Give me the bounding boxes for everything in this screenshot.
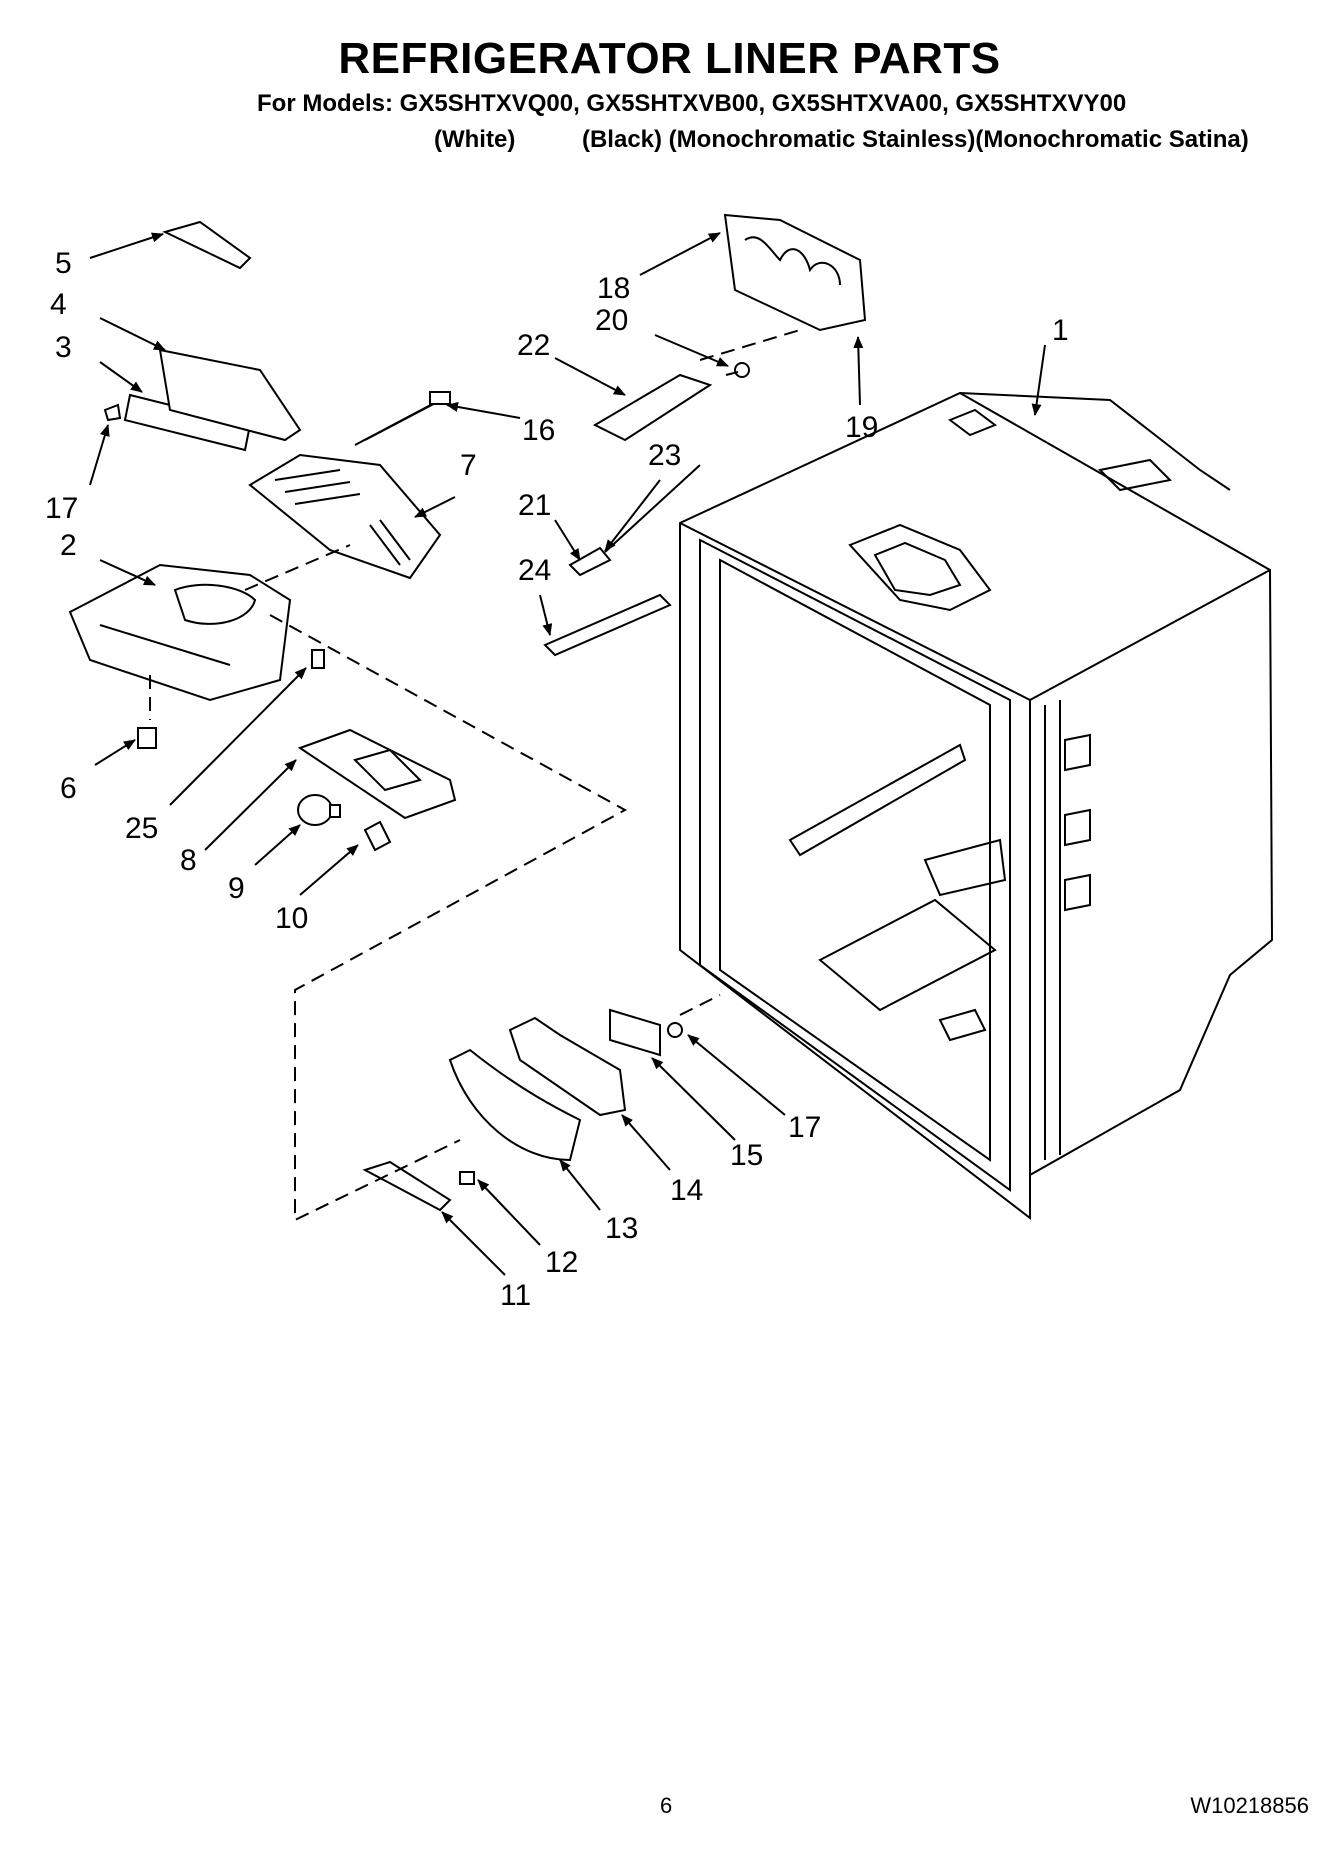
callout-12: 12 (545, 1246, 578, 1279)
callout-7: 7 (460, 449, 477, 482)
socket-part-10 (363, 820, 392, 852)
callout-4: 4 (50, 288, 67, 321)
control-bracket-part-4 (158, 348, 302, 442)
page-number: 6 (660, 1793, 673, 1818)
model-color-variants: (White) (Black) (Monochromatic Stainless… (434, 126, 1249, 153)
callout-11: 11 (500, 1279, 531, 1312)
thermistor-part-21-23 (568, 464, 701, 577)
callout-9: 9 (228, 872, 245, 905)
callout-16: 16 (522, 414, 555, 447)
callout-2: 2 (60, 529, 77, 562)
callout-labels: 1 2 3 4 5 6 7 8 9 10 11 12 13 14 15 16 1… (45, 247, 1069, 1312)
callout-15: 15 (730, 1139, 763, 1172)
lamp-housing-part-8 (297, 728, 457, 820)
callout-17-right: 17 (788, 1111, 821, 1144)
screw-part-20 (725, 362, 750, 378)
heater-part-18-19 (723, 213, 867, 332)
trim-part-11 (362, 1160, 452, 1212)
callout-25: 25 (125, 812, 158, 845)
screw-part-17-right (667, 1022, 683, 1038)
upper-cover-part-14 (508, 1016, 627, 1117)
sensor-part-16 (354, 391, 451, 446)
screw-part-17-left (103, 403, 122, 422)
bulb-part-9 (297, 794, 341, 826)
control-part-15 (609, 1008, 661, 1057)
callout-19: 19 (845, 411, 878, 444)
cover-part-5 (162, 220, 252, 270)
callout-23: 23 (648, 439, 681, 472)
callout-17-left: 17 (45, 492, 78, 525)
callout-21: 21 (518, 489, 551, 522)
screw-part-12 (459, 1171, 475, 1185)
callout-6: 6 (60, 772, 77, 805)
callout-8: 8 (180, 844, 197, 877)
callout-5: 5 (55, 247, 72, 280)
control-housing-part-2 (68, 563, 292, 702)
switch-part-6 (137, 727, 157, 749)
rail-part-24 (543, 593, 672, 657)
callout-20: 20 (595, 304, 628, 337)
leader-lines (89, 232, 1046, 1276)
callout-18: 18 (597, 272, 630, 305)
model-list: For Models: GX5SHTXVQ00, GX5SHTXVB00, GX… (257, 90, 1127, 117)
callout-1: 1 (1052, 314, 1069, 347)
bracket-part-22 (592, 373, 713, 442)
callout-14: 14 (670, 1174, 703, 1207)
assembly-lines (149, 329, 801, 1222)
page-title: REFRIGERATOR LINER PARTS (338, 34, 1001, 83)
callout-10: 10 (275, 902, 308, 935)
callout-24: 24 (518, 554, 551, 587)
clip-part-25 (311, 649, 325, 669)
document-number: W10218856 (1190, 1793, 1309, 1818)
liner-part-1 (679, 391, 1274, 1221)
callout-22: 22 (517, 329, 550, 362)
callout-3: 3 (55, 331, 72, 364)
vent-cover-part-7 (248, 453, 442, 580)
callout-13: 13 (605, 1212, 638, 1245)
